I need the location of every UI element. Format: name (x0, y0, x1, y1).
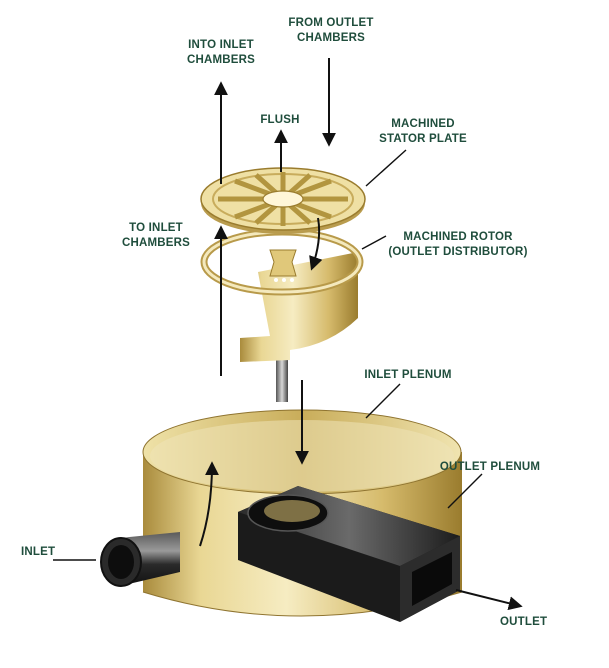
label-machined-stator-plate: MACHINED STATOR PLATE (379, 118, 467, 145)
label-outlet-plenum: OUTLET PLENUM (439, 461, 541, 473)
arrow-rotor-down (309, 217, 323, 271)
label-to-inlet-chambers: TO INLET CHAMBERS (121, 222, 191, 249)
label-inlet: INLET (21, 546, 56, 558)
flow-arrows (199, 58, 523, 611)
inlet-plenum-ring (142, 409, 463, 617)
inlet-pipe (100, 532, 180, 587)
label-flush: FLUSH (260, 114, 300, 126)
arrow-inlet-up (199, 461, 219, 547)
label-from-outlet-chambers: FROM OUTLET CHAMBERS (288, 17, 374, 44)
label-outlet: OUTLET (500, 616, 548, 628)
machined-stator-plate (200, 167, 366, 234)
arrow-outlet (455, 589, 523, 611)
leader-lines (53, 149, 483, 561)
outlet-plenum-duct (238, 486, 460, 622)
label-inlet-plenum: INLET PLENUM (364, 369, 452, 381)
machined-rotor (200, 228, 364, 362)
label-machined-rotor: MACHINED ROTOR (OUTLET DISTRIBUTOR) (388, 231, 528, 258)
label-into-inlet-chambers: INTO INLET CHAMBERS (186, 39, 256, 66)
